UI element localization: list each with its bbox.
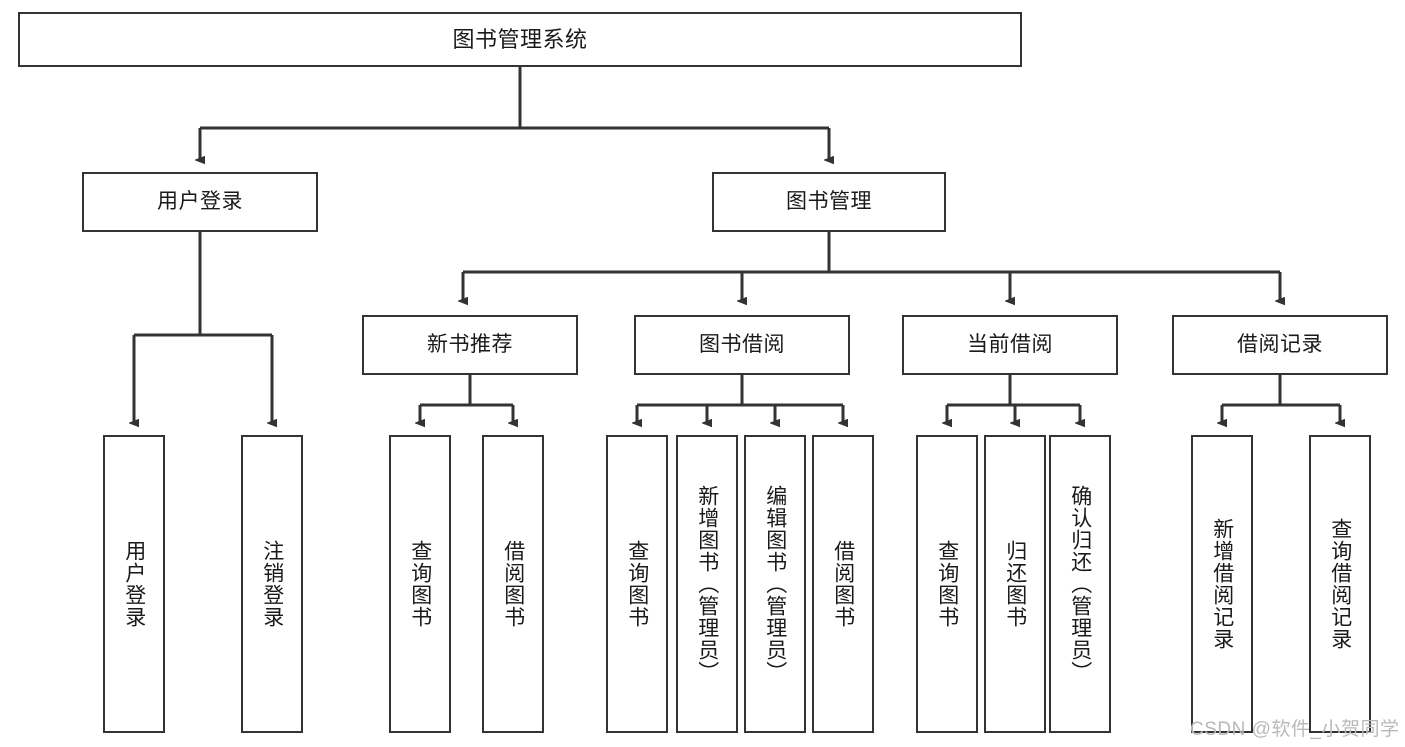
node-label: 用户登录 — [122, 540, 146, 628]
node-label: 图书管理 — [786, 189, 872, 213]
node-leaf-borrow-book[interactable]: 借阅图书 — [812, 435, 874, 733]
node-leaf-query-book-borrow[interactable]: 查询图书 — [606, 435, 668, 733]
node-label: 借阅图书 — [501, 540, 525, 628]
node-current-borrow[interactable]: 当前借阅 — [902, 315, 1118, 375]
node-leaf-add-book[interactable]: 新增图书（管理员） — [676, 435, 738, 733]
node-user-login[interactable]: 用户登录 — [82, 172, 318, 232]
node-label: 归还图书 — [1003, 540, 1027, 628]
node-label: 新增借阅记录 — [1210, 518, 1234, 650]
node-book-borrow[interactable]: 图书借阅 — [634, 315, 850, 375]
node-label: 新书推荐 — [427, 332, 513, 356]
node-borrow-record[interactable]: 借阅记录 — [1172, 315, 1388, 375]
node-leaf-logout-login[interactable]: 注销登录 — [241, 435, 303, 733]
node-label: 注销登录 — [260, 540, 284, 628]
node-label: 借阅图书 — [831, 540, 855, 628]
node-label: 查询借阅记录 — [1328, 518, 1352, 650]
node-leaf-add-borrow-record[interactable]: 新增借阅记录 — [1191, 435, 1253, 733]
node-leaf-edit-book[interactable]: 编辑图书（管理员） — [744, 435, 806, 733]
node-label: 借阅记录 — [1237, 332, 1323, 356]
node-leaf-query-book-recommend[interactable]: 查询图书 — [389, 435, 451, 733]
node-leaf-confirm-return[interactable]: 确认归还（管理员） — [1049, 435, 1111, 733]
node-label: 图书管理系统 — [452, 26, 588, 52]
node-book-manage[interactable]: 图书管理 — [712, 172, 946, 232]
node-leaf-borrow-book-recommend[interactable]: 借阅图书 — [482, 435, 544, 733]
node-label: 查询图书 — [625, 540, 649, 628]
node-label: 查询图书 — [935, 540, 959, 628]
node-root-system[interactable]: 图书管理系统 — [18, 12, 1022, 67]
node-label: 当前借阅 — [967, 332, 1053, 356]
node-leaf-return-book[interactable]: 归还图书 — [984, 435, 1046, 733]
node-label: 用户登录 — [157, 189, 243, 213]
node-new-book-recommend[interactable]: 新书推荐 — [362, 315, 578, 375]
node-label: 编辑图书（管理员） — [763, 485, 787, 683]
node-label: 查询图书 — [408, 540, 432, 628]
node-leaf-user-login[interactable]: 用户登录 — [103, 435, 165, 733]
csdn-watermark: CSDN @软件_小贺同学 — [1190, 719, 1400, 740]
node-label: 图书借阅 — [699, 332, 785, 356]
node-leaf-query-book-current[interactable]: 查询图书 — [916, 435, 978, 733]
node-label: 新增图书（管理员） — [695, 485, 719, 683]
node-leaf-query-borrow-record[interactable]: 查询借阅记录 — [1309, 435, 1371, 733]
node-label: 确认归还（管理员） — [1068, 485, 1092, 683]
